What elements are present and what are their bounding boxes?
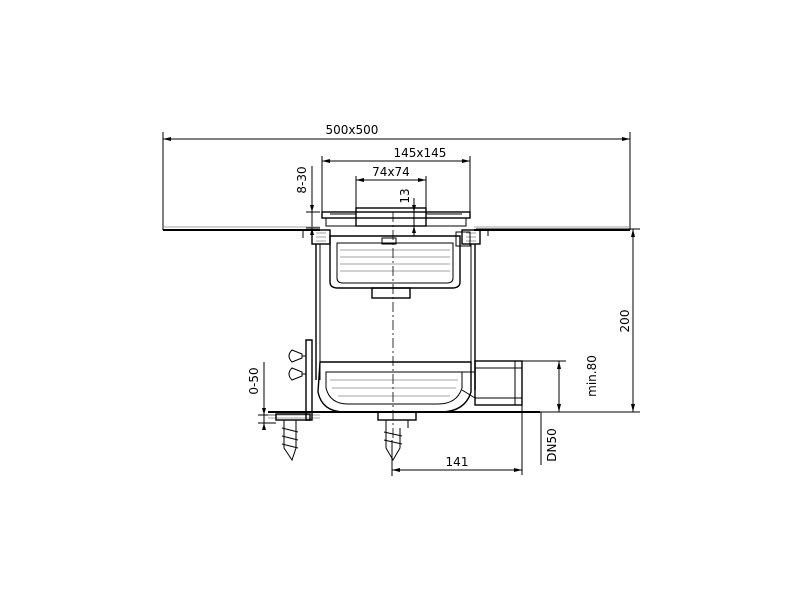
outlet-height-label: min.80 [585,355,599,397]
inner-size-label: 74x74 [372,165,410,179]
adjust-range-label: 8-30 [295,166,309,193]
outlet-diameter-label: DN50 [545,428,559,462]
dimension-lines [162,132,640,476]
total-height-label: 200 [618,310,632,333]
floor-drain-body [163,207,630,440]
flange-adjust-label: 0-50 [247,367,261,394]
outer-size-label: 500x500 [326,123,379,137]
outlet-offset-label: 141 [446,455,469,469]
dimension-labels: 500x500 145x145 74x74 13 8-30 200 min.80… [247,123,632,469]
fixing-elements [275,339,403,462]
grate-size-label: 145x145 [394,146,447,160]
grate-depth-label: 13 [398,188,412,203]
